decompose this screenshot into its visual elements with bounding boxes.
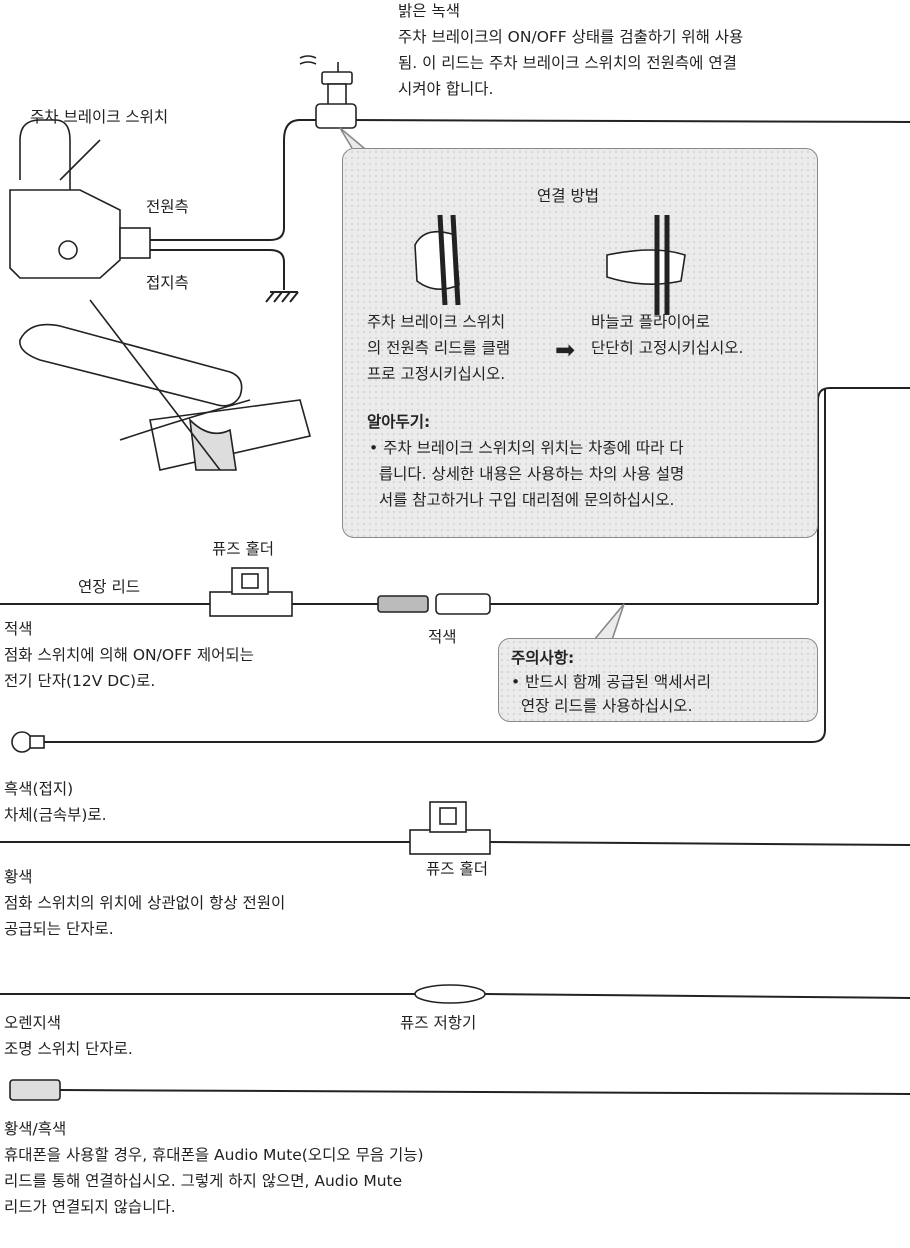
fuse-holder-mid-label: 퓨즈 홀더 <box>426 860 488 878</box>
left-text-1: 주차 브레이크 스위치 <box>367 313 506 331</box>
fuse-holder-top-label: 퓨즈 홀더 <box>212 540 274 558</box>
yellow-black-wire <box>59 1089 910 1095</box>
ground-side-wire <box>150 249 285 290</box>
yellow-wire <box>0 841 910 846</box>
connection-title: 연결 방법 <box>537 187 599 205</box>
light-green-wire <box>344 119 910 123</box>
parking-brake-switch-label: 주차 브레이크 스위치 <box>30 108 169 126</box>
black-label: 흑색(접지) <box>4 780 74 798</box>
arrow-right-icon: ➡ <box>555 336 576 364</box>
connection-method-box: 연결 방법 주차 브레이크 스위치 의 전원측 리드를 클램 프로 고정시키십시… <box>342 148 818 538</box>
left-text-2: 의 전원측 리드를 클램 <box>367 339 511 357</box>
note-title: 알아두기: <box>367 413 431 431</box>
red-connector <box>377 593 491 615</box>
note-line-2: 릅니다. 상세한 내용은 사용하는 차의 사용 설명 <box>369 465 685 483</box>
right-text-1: 바늘코 플라이어로 <box>591 313 711 331</box>
yellow-black-desc-2: 리드를 통해 연결하십시오. 그렇게 하지 않으면, Audio Mute <box>4 1172 403 1190</box>
orange-wire <box>0 993 910 999</box>
fuse-resistor-label: 퓨즈 저항기 <box>400 1014 477 1032</box>
yellow-desc-2: 공급되는 단자로. <box>4 920 114 938</box>
ground-side-label: 접지측 <box>146 274 189 292</box>
yellow-black-connector <box>9 1079 61 1101</box>
harness-vertical <box>817 387 910 604</box>
extension-lead-label: 연장 리드 <box>78 578 140 596</box>
light-green-label: 밝은 녹색 <box>398 2 460 20</box>
light-green-desc-3: 시켜야 합니다. <box>398 80 494 98</box>
orange-label: 오렌지색 <box>4 1014 62 1032</box>
yellow-label: 황색 <box>4 868 33 886</box>
hand-brake-drawing <box>19 299 311 471</box>
red-desc-1: 점화 스위치에 의해 ON/OFF 제어되는 <box>4 646 254 664</box>
light-green-desc-1: 주차 브레이크의 ON/OFF 상태를 검출하기 위해 사용 <box>398 28 744 46</box>
power-side-wire <box>150 119 301 241</box>
left-text-3: 프로 고정시키십시오. <box>367 365 506 383</box>
red-desc-2: 전기 단자(12V DC)로. <box>4 672 156 690</box>
caution-title: 주의사항: <box>511 649 575 667</box>
orange-desc: 조명 스위치 단자로. <box>4 1040 133 1058</box>
caution-line-1: • 반드시 함께 공급된 액세서리 <box>511 673 711 691</box>
note-line-3: 서를 참고하거나 구입 대리점에 문의하십시오. <box>369 491 675 509</box>
clamp-illustrations <box>414 214 686 315</box>
red-label: 적색 <box>4 620 33 638</box>
light-green-desc-2: 됨. 이 리드는 주차 브레이크 스위치의 전원측에 연결 <box>398 54 737 72</box>
caution-line-2: 연장 리드를 사용하십시오. <box>511 697 693 715</box>
yellow-black-desc-3: 리드가 연결되지 않습니다. <box>4 1198 176 1216</box>
black-desc: 차체(금속부)로. <box>4 806 107 824</box>
red-connector-label: 적색 <box>428 628 457 646</box>
tap-connector <box>299 55 357 129</box>
yellow-desc-1: 점화 스위치의 위치에 상관없이 항상 전원이 <box>4 894 286 912</box>
power-side-label: 전원측 <box>146 198 189 216</box>
fuse-holder-top <box>209 567 293 617</box>
note-line-1: • 주차 브레이크 스위치의 위치는 차종에 따라 다 <box>369 439 684 457</box>
caution-box: 주의사항: • 반드시 함께 공급된 액세서리 연장 리드를 사용하십시오. <box>498 638 818 722</box>
yellow-black-label: 황색/흑색 <box>4 1120 67 1138</box>
parking-brake-switch-drawing <box>9 119 151 279</box>
yellow-black-desc-1: 휴대폰을 사용할 경우, 휴대폰을 Audio Mute(오디오 무음 기능) <box>4 1146 424 1164</box>
fuse-holder-mid <box>409 801 491 855</box>
right-text-2: 단단히 고정시키십시오. <box>591 339 744 357</box>
fuse-resistor <box>414 984 486 1004</box>
ground-terminal <box>11 731 45 753</box>
ground-symbol <box>265 291 299 303</box>
